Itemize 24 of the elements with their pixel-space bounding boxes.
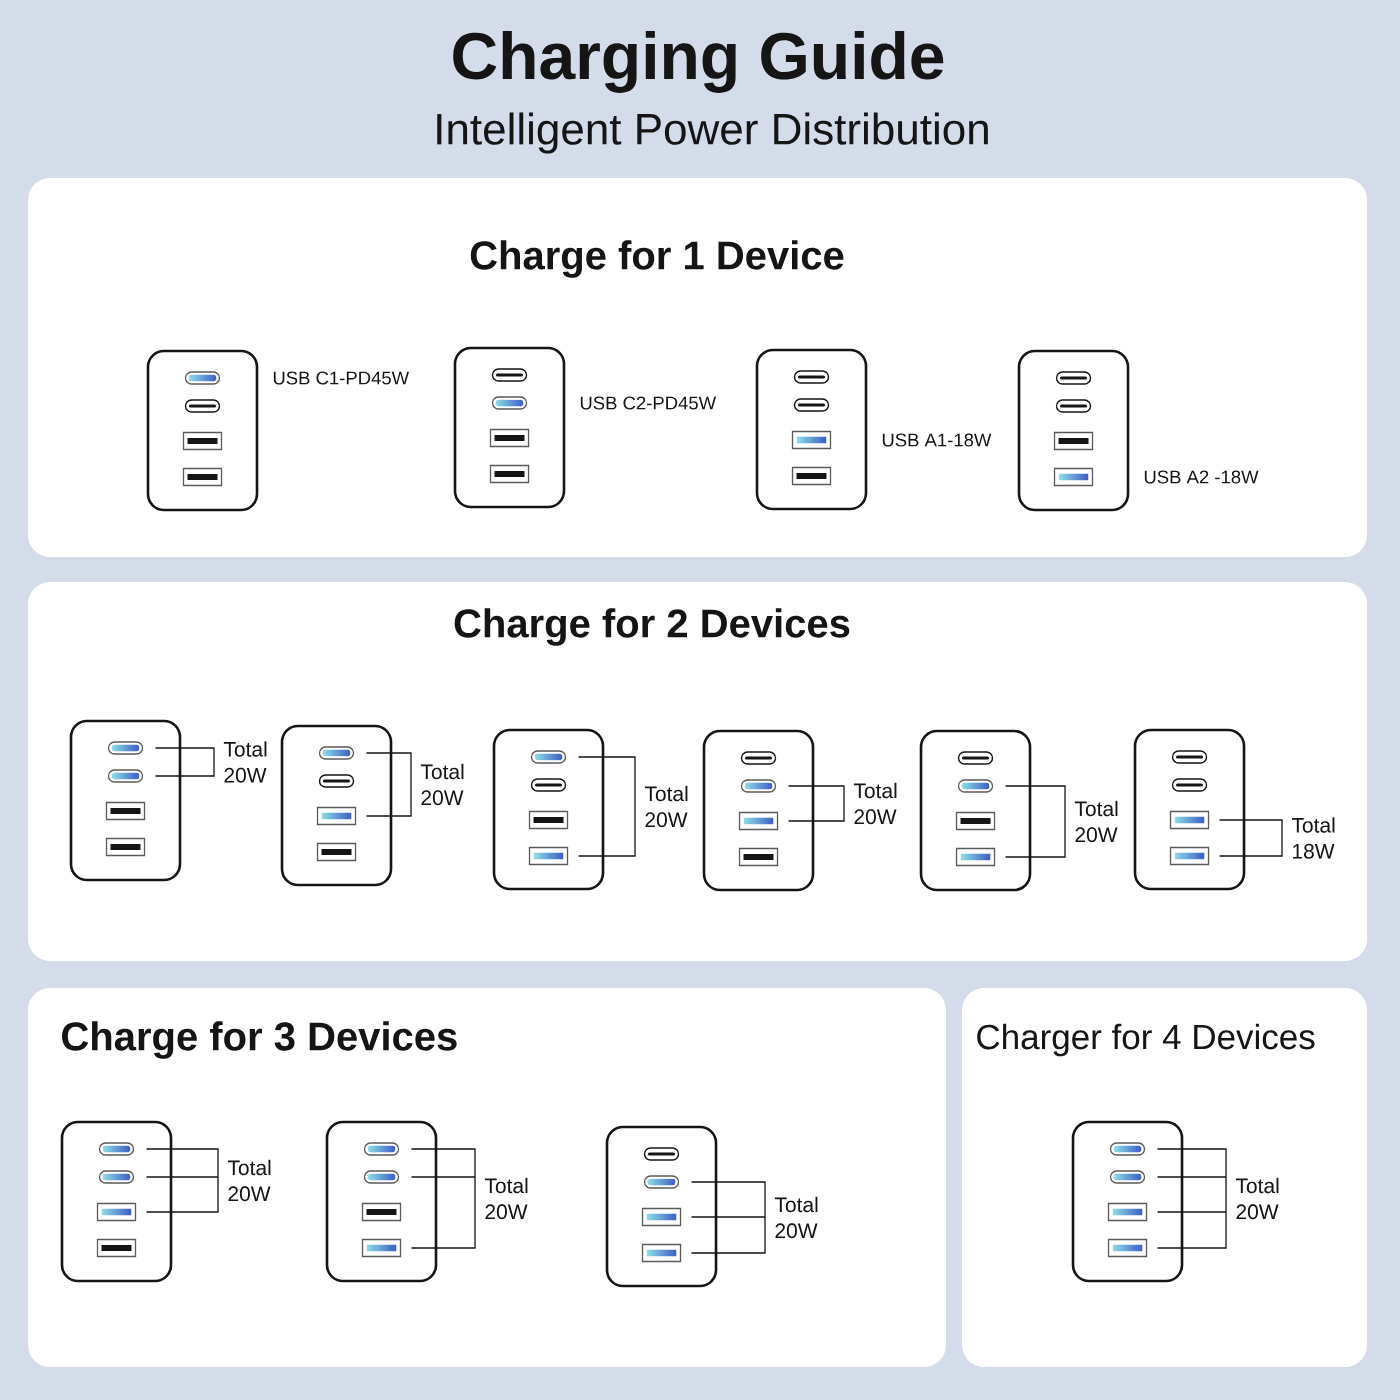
power-label: Total 20W: [227, 1159, 271, 1202]
power-label: Total 20W: [853, 782, 897, 825]
power-label: Total 20W: [774, 1196, 818, 1239]
power-label: Total 20W: [1074, 800, 1118, 843]
panel-heading: Charger for 4 Devices: [977, 1023, 1315, 1057]
power-label: Total 20W: [223, 741, 267, 783]
power-label: Total 20W: [420, 763, 464, 806]
power-label: Total 20W: [1235, 1177, 1279, 1220]
charger-drawing: [1017, 349, 1130, 512]
port-label: USB A1-18W: [882, 433, 992, 447]
panel-heading: Charge for 1 Device: [470, 240, 844, 278]
panel-heading: Charge for 3 Devices: [62, 1021, 457, 1059]
subtitle: Intelligent Power Distribution: [437, 112, 988, 154]
power-label: Total 20W: [644, 785, 688, 828]
title: Charging Guide: [453, 31, 944, 93]
charger-drawing: [146, 349, 259, 512]
charger-drawing: [755, 348, 868, 511]
power-label: Total 20W: [484, 1177, 528, 1220]
port-label: USB C2-PD45W: [580, 396, 717, 410]
power-label: Total 18W: [1291, 817, 1335, 859]
port-label: USB C1-PD45W: [273, 371, 410, 385]
panel-heading: Charge for 2 Devices: [454, 608, 850, 646]
port-label: USB A2 -18W: [1144, 470, 1259, 484]
charger-drawing: [453, 346, 566, 509]
